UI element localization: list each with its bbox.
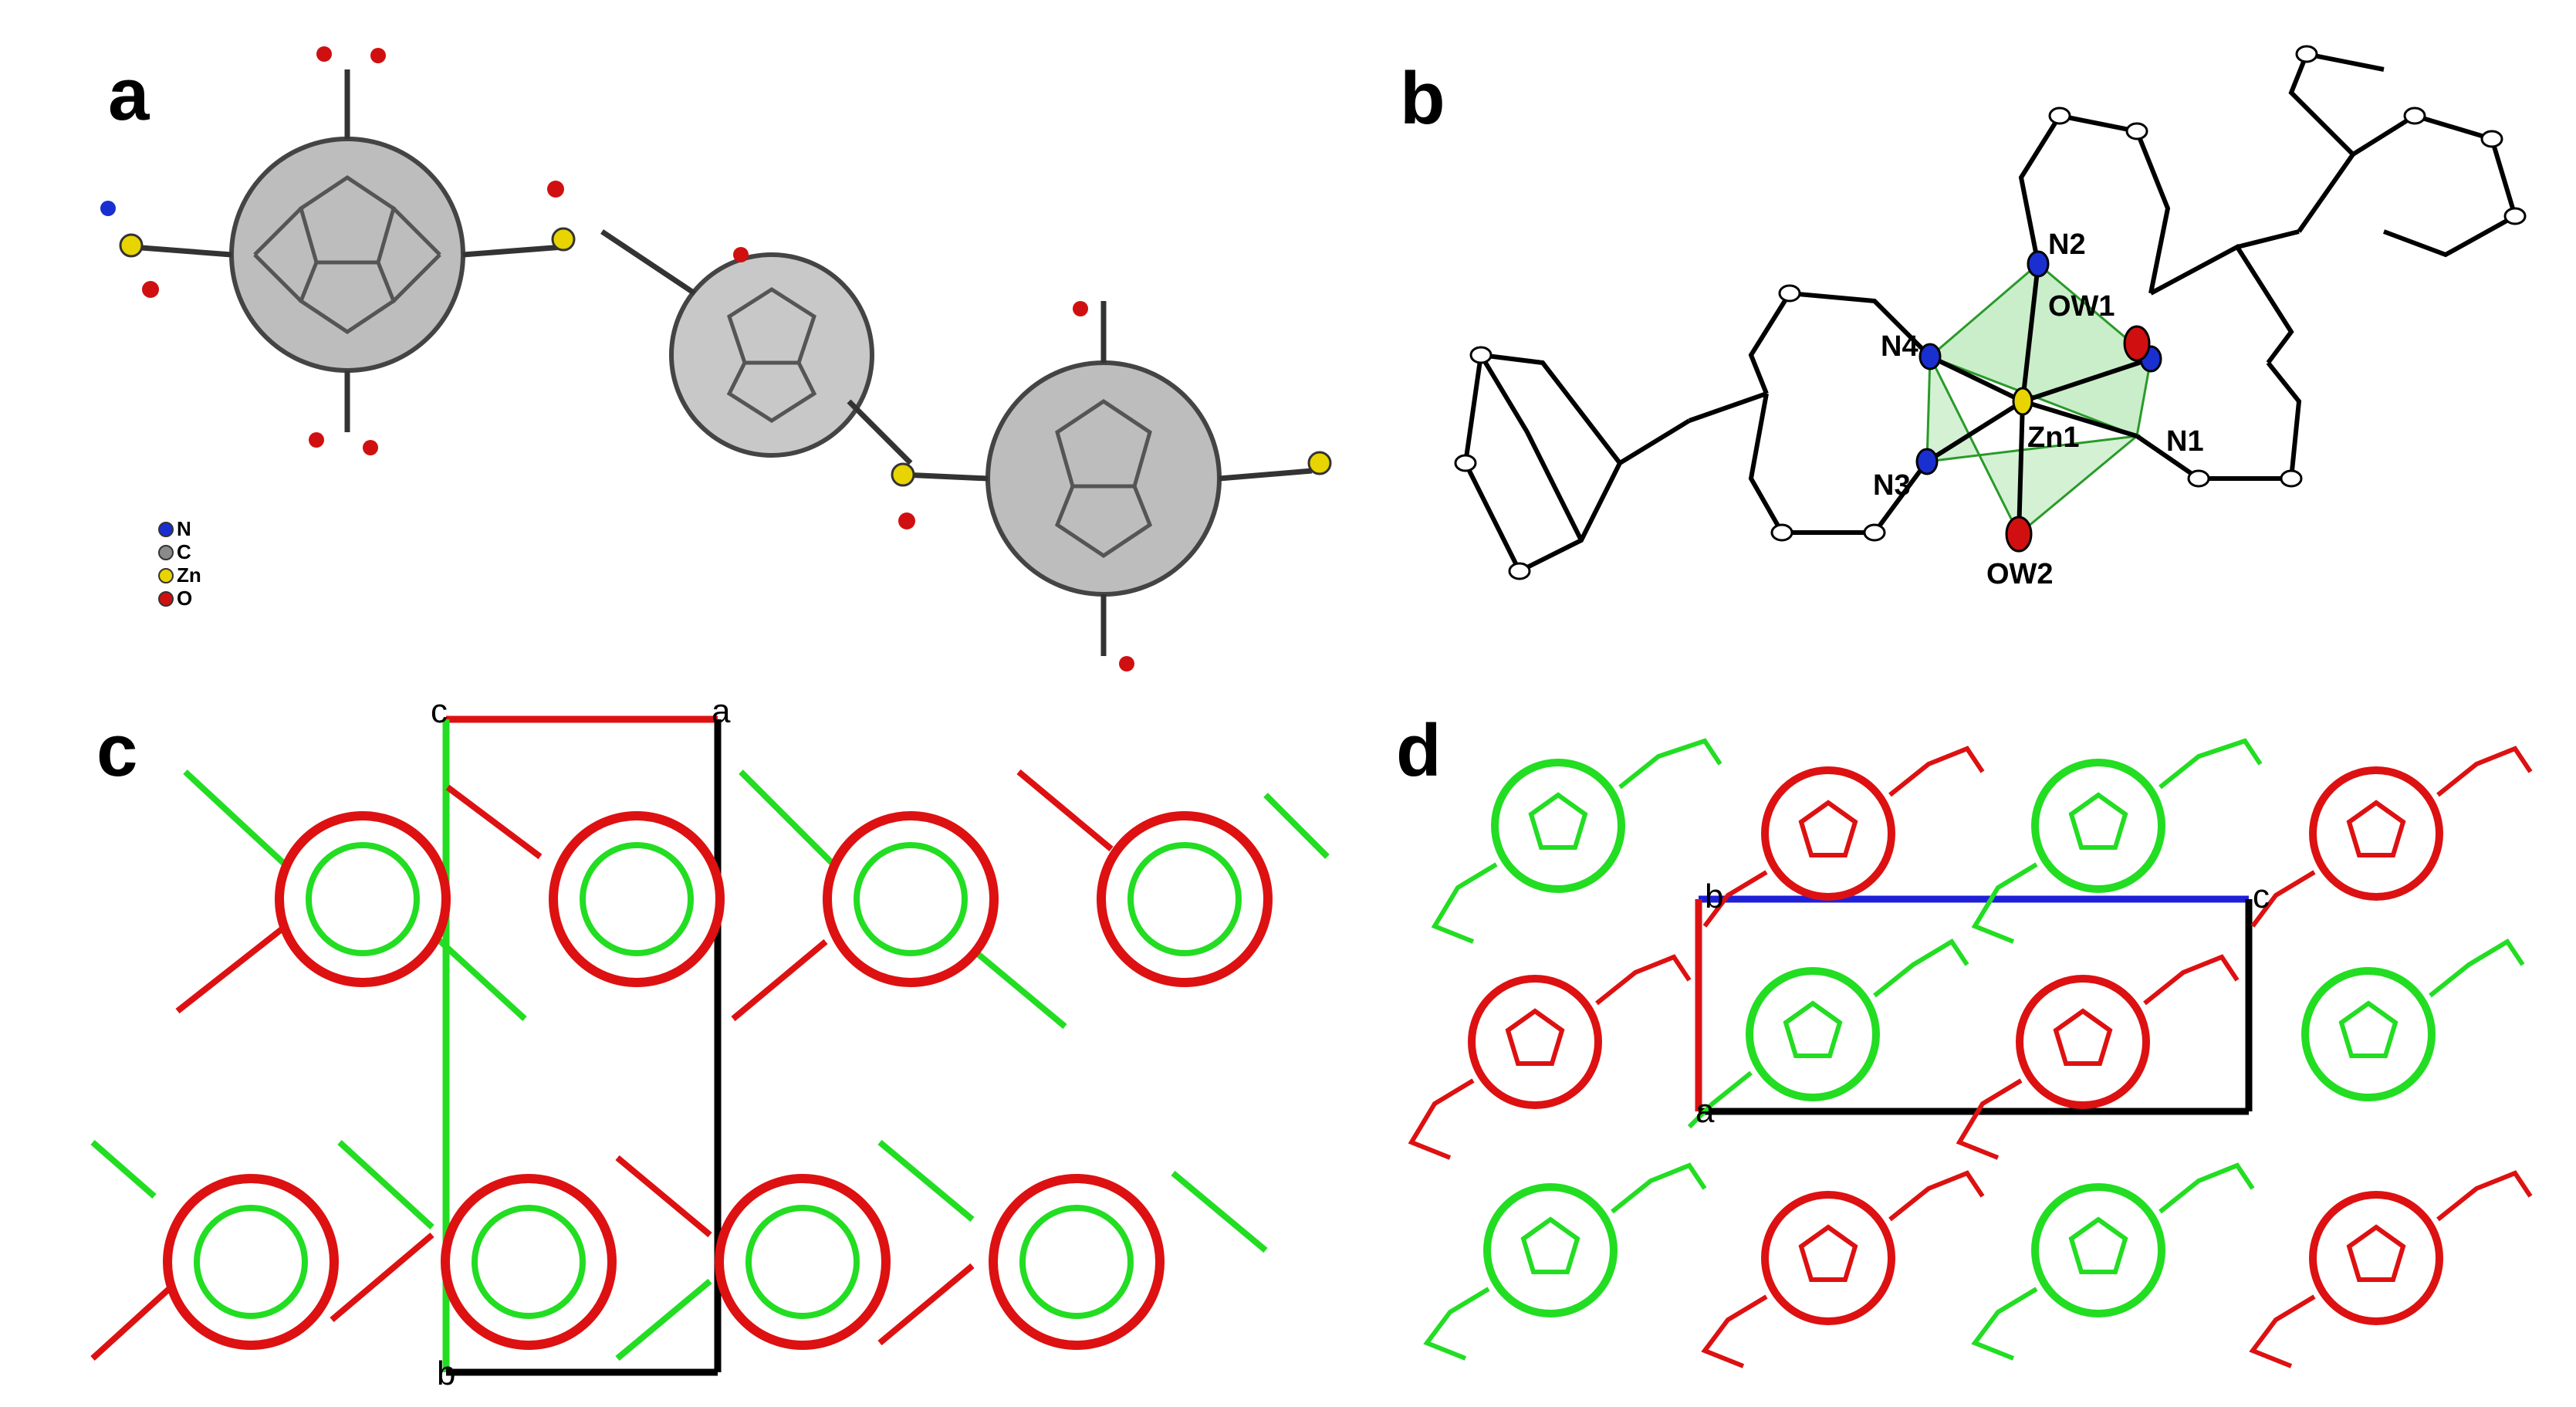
panel-a-label: a [108, 53, 150, 136]
panel-b-structure [1454, 45, 2527, 580]
atom-label-ow1: OW1 [2048, 290, 2115, 323]
panel-b-label: b [1400, 57, 1445, 140]
axis-label-c: c [431, 692, 448, 730]
legend-n: N [158, 517, 191, 541]
legend-zn-label: Zn [177, 563, 201, 587]
panel-d: d [1288, 695, 2576, 1407]
atom-label-n1: N1 [2166, 425, 2204, 458]
axis-label-a: a [712, 692, 731, 730]
panel-c: c [0, 692, 1330, 1407]
axis-label-c: c [2253, 878, 2270, 915]
atom-label-ow2: OW2 [1986, 558, 2054, 590]
atom-label-zn1: Zn1 [2027, 421, 2080, 454]
panel-d-packing [1408, 738, 2533, 1368]
panel-a-structure [100, 46, 1332, 671]
panel-d-label: d [1396, 709, 1442, 792]
axis-label-b: b [437, 1355, 456, 1392]
legend-zn: Zn [158, 563, 201, 587]
axis-label-a: a [1695, 1092, 1715, 1130]
atom-label-n2: N2 [2048, 228, 2086, 261]
panel-c-packing [90, 715, 1330, 1376]
panel-a: a [0, 0, 1332, 695]
legend-o: O [158, 587, 192, 610]
legend-o-label: O [177, 587, 193, 610]
legend-n-label: N [177, 517, 191, 540]
atom-label-n4: N4 [1881, 330, 1918, 363]
legend-c: C [158, 540, 191, 564]
legend-n-swatch [158, 521, 174, 537]
legend-zn-swatch [158, 567, 174, 583]
legend-c-label: C [177, 540, 191, 563]
atom-label-n3: N3 [1873, 469, 1911, 502]
legend-c-swatch [158, 544, 174, 560]
panel-b: b [1288, 0, 2576, 695]
axis-label-b: b [1705, 878, 1724, 915]
legend-o-swatch [158, 590, 174, 607]
panel-c-label: c [96, 709, 138, 792]
